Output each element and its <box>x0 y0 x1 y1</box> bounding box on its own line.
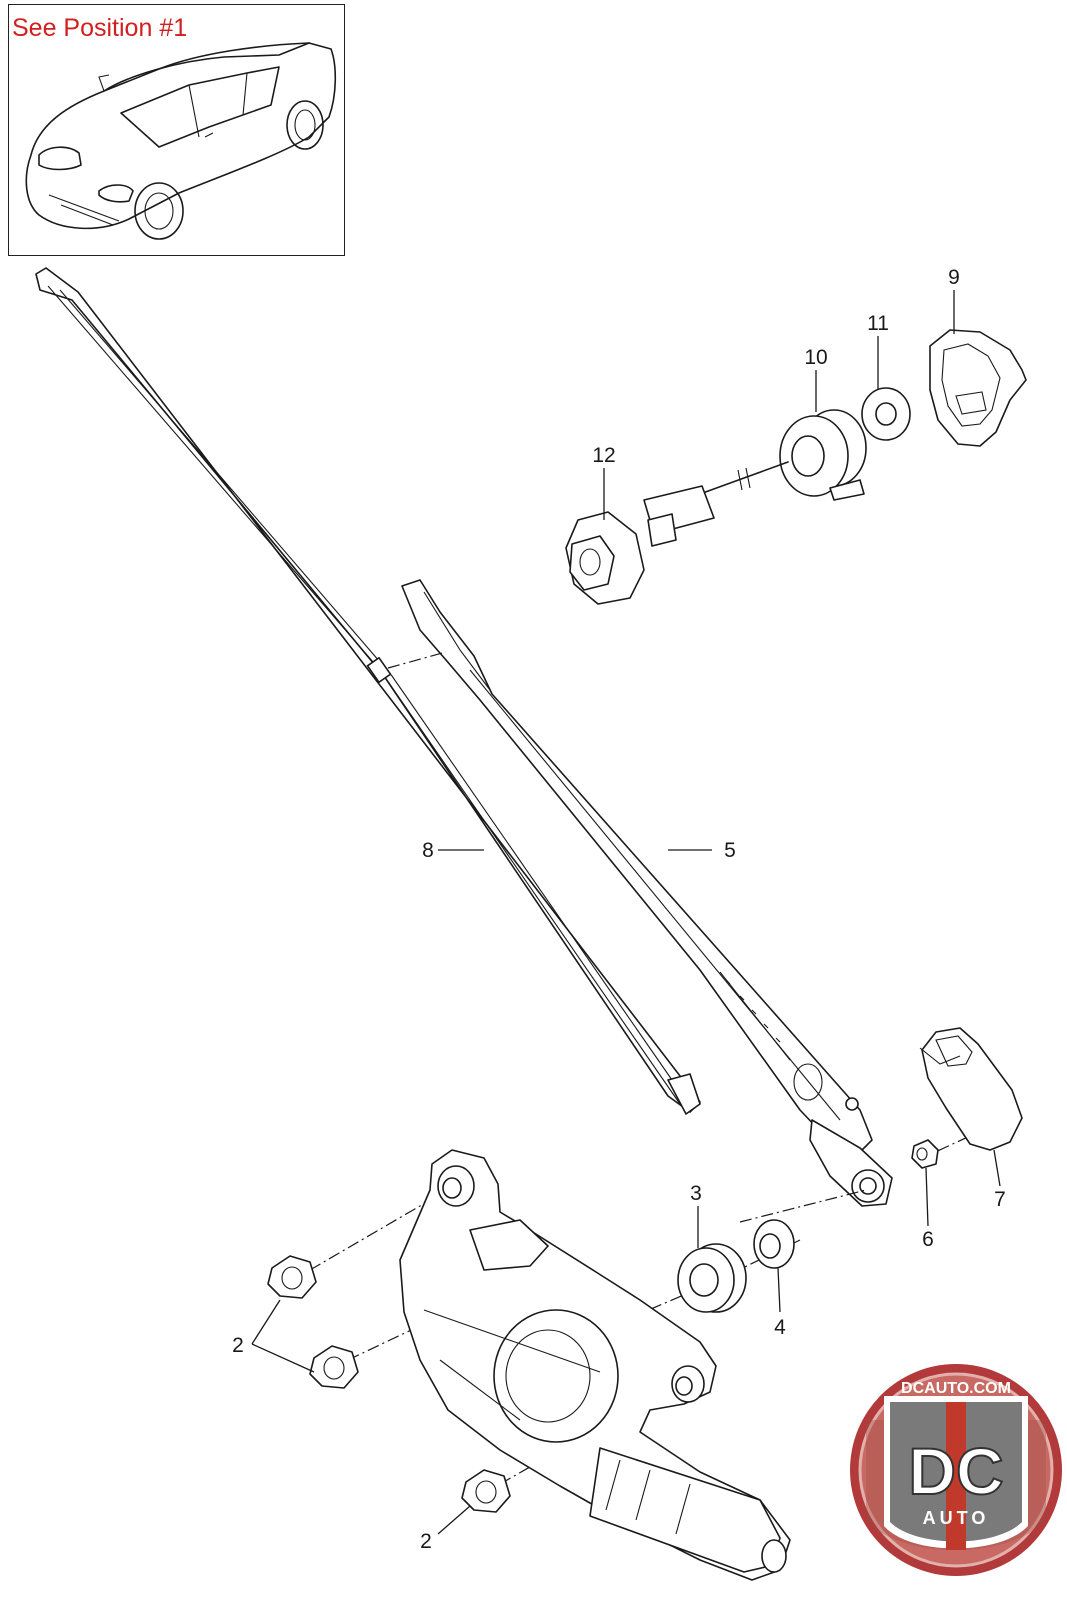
callout-2b: 2 <box>420 1530 432 1553</box>
clip-cover <box>919 1027 1023 1151</box>
callout-2a: 2 <box>232 1334 244 1357</box>
callout-10: 10 <box>804 346 827 369</box>
callout-5: 5 <box>724 839 736 862</box>
callout-6: 6 <box>922 1228 934 1251</box>
lock-nut <box>565 511 645 605</box>
flange-nut-1 <box>267 1255 317 1299</box>
small-nut <box>911 1139 939 1169</box>
washer <box>861 387 911 441</box>
callout-3: 3 <box>690 1182 702 1205</box>
car-icon <box>25 42 337 240</box>
grommet <box>677 1243 747 1313</box>
logo-main-text: DC <box>908 1434 1003 1508</box>
wiper-motor <box>399 1149 791 1581</box>
flange-nut-2 <box>309 1345 359 1389</box>
callout-11: 11 <box>867 312 889 335</box>
logo-top-text: DCAUTO.COM <box>901 1380 1011 1397</box>
callout-12: 12 <box>592 444 615 467</box>
bushing-cable <box>643 409 867 547</box>
flange-nut-3 <box>461 1469 511 1513</box>
logo-sub-text: AUTO <box>923 1508 990 1528</box>
callout-7: 7 <box>994 1188 1006 1211</box>
callout-8: 8 <box>422 839 434 862</box>
inset-caption: See Position #1 <box>12 14 188 42</box>
seal-washer <box>753 1219 795 1269</box>
wiper-blade <box>35 267 701 1115</box>
wiper-arm <box>401 579 893 1207</box>
cover-cap <box>929 329 1027 447</box>
callout-9: 9 <box>948 266 960 289</box>
dcauto-logo: DCAUTO.COM DC AUTO <box>850 1364 1062 1576</box>
position-inset <box>8 4 345 256</box>
callout-4: 4 <box>774 1316 786 1339</box>
